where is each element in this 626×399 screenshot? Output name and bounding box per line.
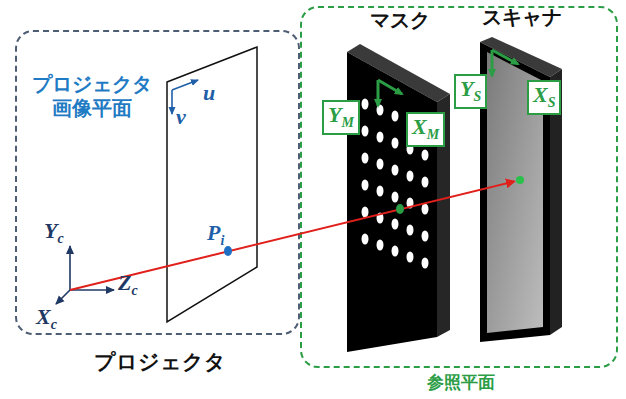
node-title: プロジェクタ 画像平面 xyxy=(32,72,152,120)
label-holder: v xyxy=(176,106,186,128)
label-holder: 参照平面 xyxy=(302,372,620,392)
label-holder: スキャナ xyxy=(460,5,584,29)
subscript: S xyxy=(548,95,556,110)
axis-label-box: YM xyxy=(322,100,360,135)
axis-label: Y xyxy=(44,218,57,243)
subscript: c xyxy=(51,317,57,332)
subscript: i xyxy=(220,233,224,248)
subscript: S xyxy=(473,89,481,104)
projector-region: プロジェクタプロジェクタ 画像平面 xyxy=(15,30,300,335)
point-label: P xyxy=(207,220,220,245)
axis-label: X xyxy=(36,304,51,329)
reference-region: 参照平面マスクスキャナ xyxy=(300,6,618,368)
subscript: M xyxy=(341,115,353,130)
axis-label: v xyxy=(176,104,186,129)
label-holder: Pi xyxy=(207,222,224,248)
node-title: マスク xyxy=(370,8,430,32)
mask-board: マスク xyxy=(347,42,452,354)
axis-label: X xyxy=(412,114,427,139)
axis-label: Y xyxy=(328,102,341,127)
projection-ray xyxy=(70,182,514,291)
axis-label: X xyxy=(533,82,548,107)
scanner-axes xyxy=(492,50,518,76)
node-title: 参照平面 xyxy=(427,372,495,392)
subscript: c xyxy=(57,231,63,246)
label-holder: Zc xyxy=(118,272,138,298)
axis-label: Z xyxy=(118,270,131,295)
axis-label-box: XS xyxy=(527,80,561,115)
label-holder: プロジェクタ xyxy=(17,350,302,375)
mask-outline xyxy=(347,42,452,354)
axis-label-box: YS xyxy=(454,74,487,109)
mask-axes xyxy=(378,80,402,106)
label-holder: u xyxy=(203,82,215,104)
mask-hole-point xyxy=(396,204,404,214)
subscript: c xyxy=(131,283,137,298)
projector-axes xyxy=(56,246,114,304)
axis-label-box: XM xyxy=(406,112,445,147)
image-point xyxy=(224,246,232,256)
subscript: M xyxy=(427,127,439,142)
label-holder: マスク xyxy=(337,8,462,32)
node-title: スキャナ xyxy=(482,5,562,29)
scanner-point xyxy=(516,176,524,184)
node-title: プロジェクタ xyxy=(94,350,226,374)
label-holder: Xc xyxy=(36,306,57,332)
axis-label: Y xyxy=(460,76,473,101)
axis-label: u xyxy=(203,80,215,105)
label-holder: Yc xyxy=(44,220,64,246)
label-holder: プロジェクタ 画像平面 xyxy=(27,72,157,120)
